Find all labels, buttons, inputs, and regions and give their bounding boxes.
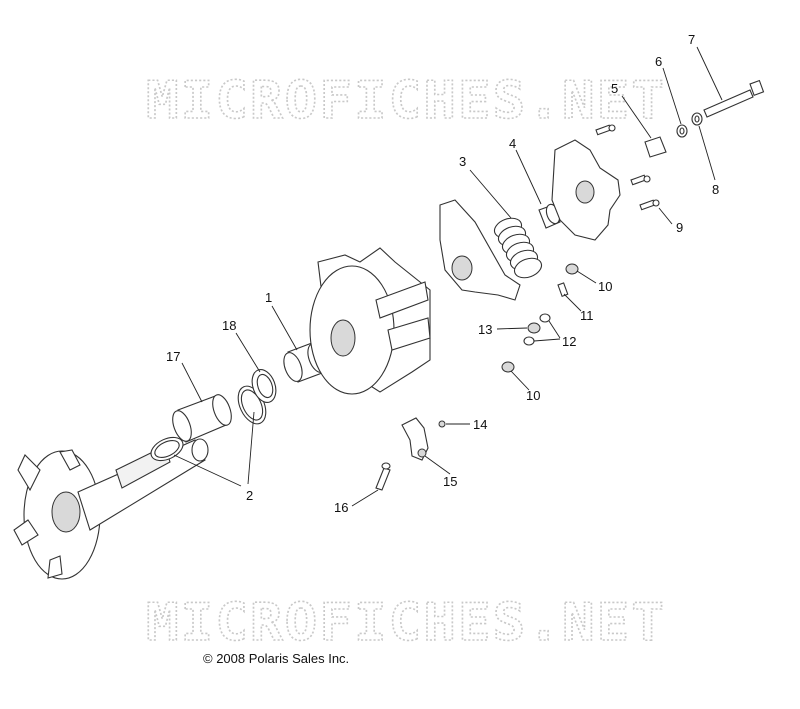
bolt-7 [703,79,765,118]
movable-sheave [309,247,431,395]
watermark-top: MICROFICHES.NET [146,71,666,131]
copyright-notice: © 2008 Polaris Sales Inc. [203,651,350,666]
bolt-cover-mid [630,174,651,186]
fixed-sheave-assembly [13,438,209,580]
bolt-cover-top [595,124,616,136]
callout-11: 11 [580,308,594,323]
callout-6: 6 [655,54,662,69]
bolt-cover-low [639,199,660,211]
callout-10-lower: 10 [526,388,540,403]
callout-4: 4 [509,136,516,151]
spring-3 [493,217,543,279]
flyweight-15 [401,417,429,461]
callout-3: 3 [459,154,466,169]
washer-8 [691,112,703,126]
callout-17: 17 [166,349,180,364]
cover-plate [551,139,621,241]
spider-3 [439,199,521,301]
callout-10-upper: 10 [598,279,612,294]
pin-11 [557,282,569,297]
callout-15: 15 [443,474,457,489]
ring-18 [251,369,277,403]
roller-13 [527,322,541,334]
callout-5: 5 [611,81,618,96]
callout-16: 16 [334,500,348,515]
nut-14 [438,420,446,428]
callout-8: 8 [712,182,719,197]
leader-lines [173,46,723,507]
callout-18: 18 [222,318,236,333]
washer-6 [676,124,688,138]
callout-1: 1 [265,290,272,305]
roller-10-upper [565,263,579,275]
callout-7: 7 [688,32,695,47]
watermark-bottom: MICROFICHES.NET [146,593,666,653]
callout-12: 12 [562,334,576,349]
bushing-5 [644,136,667,158]
roller-10-lower [501,361,515,373]
callout-9: 9 [676,220,683,235]
washer-12-lower [523,336,535,346]
callout-14: 14 [473,417,487,432]
callout-2: 2 [246,488,253,503]
ring-2-lower [150,436,184,462]
pin-16 [375,462,391,491]
washer-12-upper [539,313,551,323]
callout-13: 13 [478,322,492,337]
bushing-17 [172,394,232,443]
